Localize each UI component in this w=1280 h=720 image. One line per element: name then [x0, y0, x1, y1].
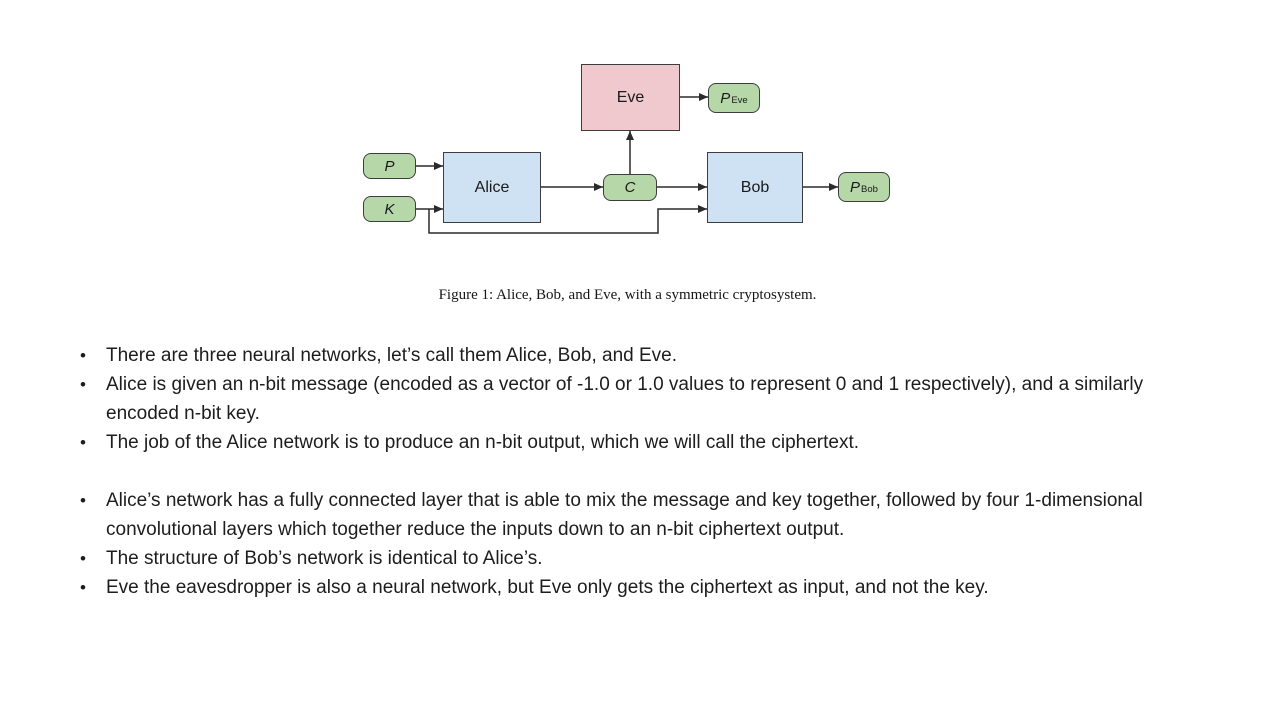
bullet-list: • There are three neural networks, let’s…	[78, 341, 1208, 602]
bullet-group-1: • There are three neural networks, let’s…	[78, 341, 1208, 457]
bob-label: Bob	[740, 178, 770, 196]
arrow-k-bypass-to-bob	[428, 205, 707, 234]
plaintext-label: P	[384, 157, 395, 175]
bullet-text: Alice’s network has a fully connected la…	[106, 490, 1143, 540]
bob-node: Bob	[707, 152, 803, 223]
plaintext-node: P	[363, 153, 416, 179]
bullet-dot: •	[80, 433, 86, 452]
ciphertext-node: C	[603, 174, 657, 201]
p-bob-subscript: Bob	[861, 183, 878, 195]
alice-label: Alice	[474, 178, 510, 196]
bullet-text: There are three neural networks, let’s c…	[106, 345, 678, 366]
bullet-dot: •	[80, 375, 86, 394]
bullet-text: The structure of Bob’s network is identi…	[106, 548, 543, 569]
p-bob-label: P	[850, 178, 861, 196]
bullet-text: Alice is given an n-bit message (encoded…	[106, 374, 1144, 424]
eve-node: Eve	[581, 64, 680, 131]
p-eve-label: P	[720, 89, 731, 107]
bullet-item: • Eve the eavesdropper is also a neural …	[78, 573, 1208, 602]
bullet-dot: •	[80, 578, 86, 597]
bullet-item: • Alice’s network has a fully connected …	[78, 486, 1208, 544]
key-node: K	[363, 196, 416, 222]
bullet-item: • Alice is given an n-bit message (encod…	[78, 370, 1208, 428]
eve-label: Eve	[616, 88, 645, 106]
bullet-text: Eve the eavesdropper is also a neural ne…	[106, 577, 989, 598]
bullet-text: The job of the Alice network is to produ…	[106, 432, 860, 453]
figure-caption: Figure 1: Alice, Bob, and Eve, with a sy…	[438, 287, 817, 303]
bullet-dot: •	[80, 549, 86, 568]
alice-node: Alice	[443, 152, 541, 223]
bullet-item: • The structure of Bob’s network is iden…	[78, 544, 1208, 573]
bullet-dot: •	[80, 491, 86, 510]
bullet-item: • The job of the Alice network is to pro…	[78, 428, 1208, 457]
ciphertext-label: C	[624, 179, 636, 196]
bullet-group-2: • Alice’s network has a fully connected …	[78, 486, 1208, 602]
bullet-dot: •	[80, 346, 86, 365]
p-eve-subscript: Eve	[731, 94, 748, 106]
key-label: K	[384, 200, 395, 218]
bullet-item: • There are three neural networks, let’s…	[78, 341, 1208, 370]
diagram-arrows	[416, 93, 838, 234]
